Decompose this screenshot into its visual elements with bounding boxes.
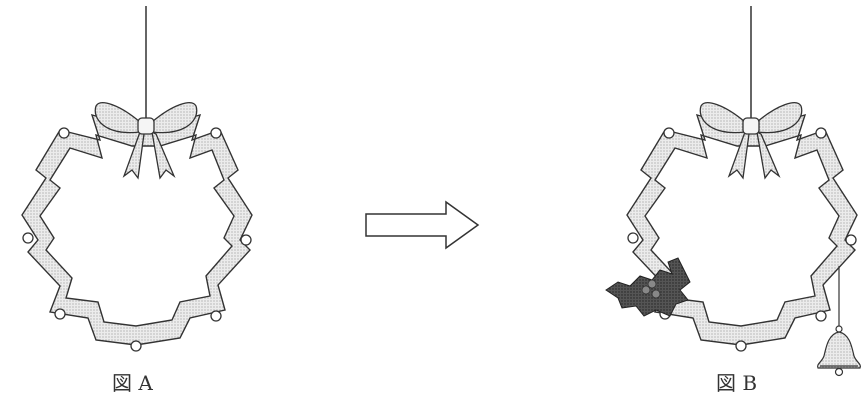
- bead: [816, 128, 826, 138]
- bead: [211, 128, 221, 138]
- figure-a: 図 A: [22, 6, 252, 395]
- bead: [846, 235, 856, 245]
- caption-figure-a: 図 A: [112, 371, 153, 395]
- bead: [131, 341, 141, 351]
- bead: [816, 311, 826, 321]
- caption-figure-b: 図 B: [716, 371, 757, 395]
- bead: [664, 128, 674, 138]
- bead: [23, 233, 33, 243]
- bead: [55, 309, 65, 319]
- figure-b: 図 B: [606, 6, 860, 395]
- bead: [628, 233, 638, 243]
- bead: [59, 128, 69, 138]
- bead: [736, 341, 746, 351]
- bead: [241, 235, 251, 245]
- right-arrow-icon: [366, 202, 478, 248]
- bead: [211, 311, 221, 321]
